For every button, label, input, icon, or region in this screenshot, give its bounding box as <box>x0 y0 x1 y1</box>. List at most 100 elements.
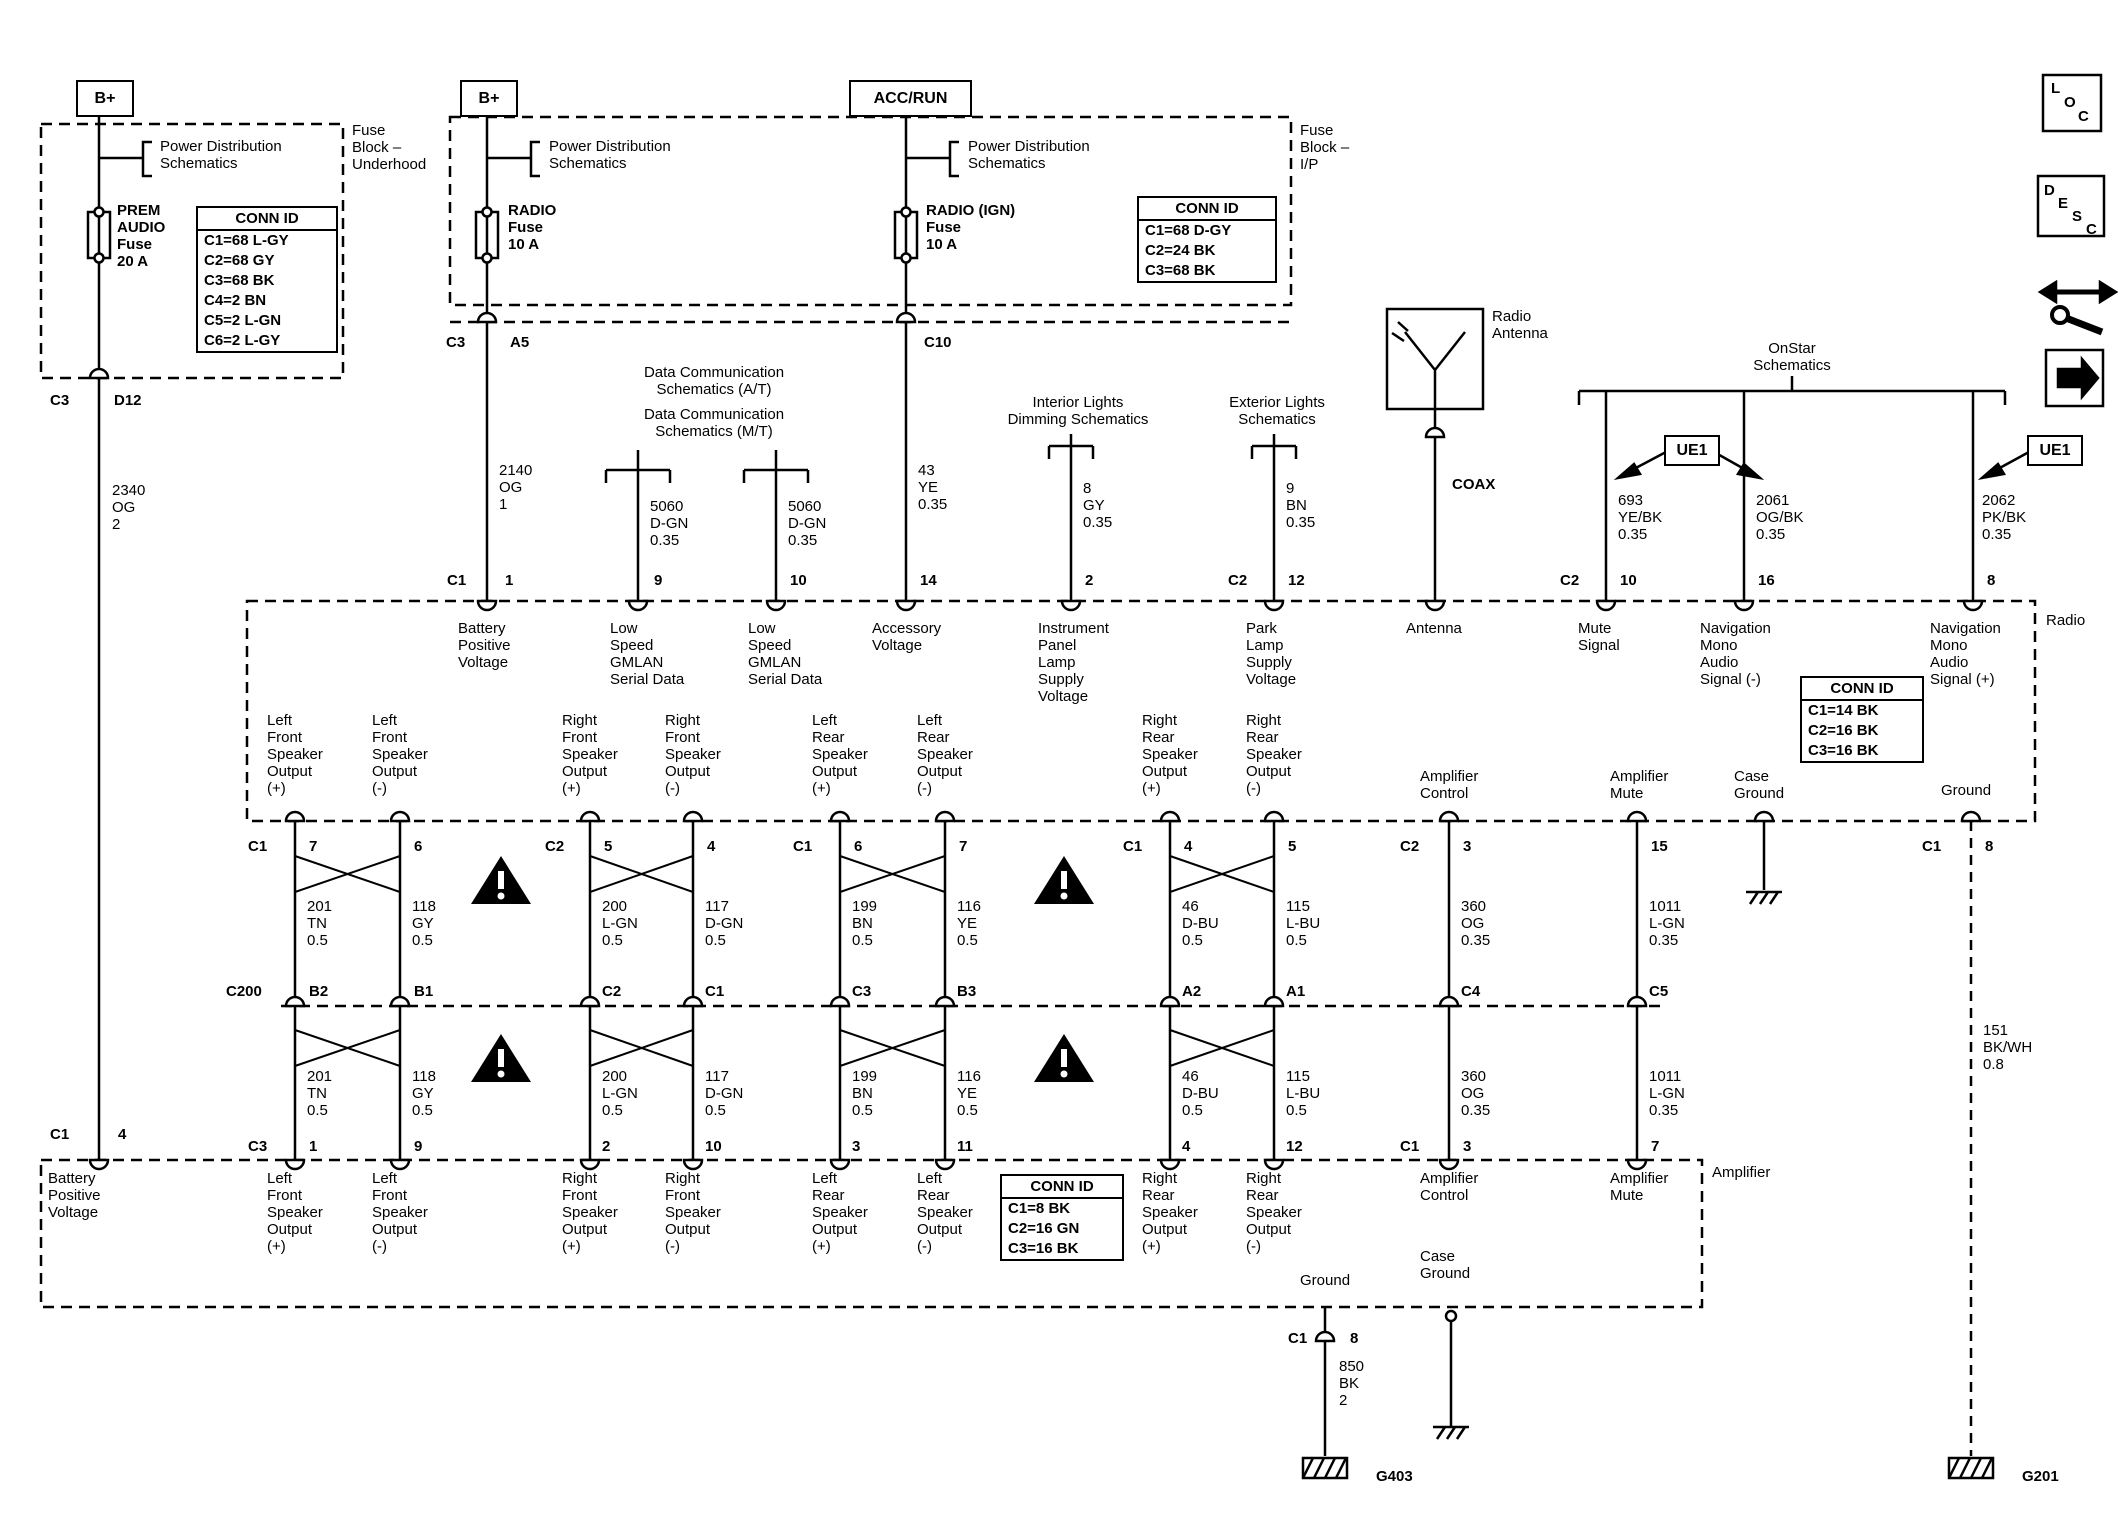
function-label: Case Ground <box>1420 1248 1471 1282</box>
function-label: Left Front Speaker Output (+) <box>267 1170 323 1255</box>
icon-letter[interactable]: S <box>2072 208 2083 225</box>
fuse-symbols <box>86 206 919 264</box>
function-label: Low Speed GMLAN Serial Data <box>610 620 685 688</box>
pin-label: 12 <box>1286 1138 1303 1155</box>
pan-wrench-icon[interactable] <box>2037 279 2119 336</box>
power-distribution-taps <box>99 140 959 178</box>
pin-label: 7 <box>309 838 318 855</box>
amplifier-case-ground-terminal <box>1444 1309 1458 1323</box>
desc-button[interactable] <box>2036 174 2106 238</box>
function-label: Left Front Speaker Output (-) <box>372 712 428 797</box>
pin-label: 1 <box>309 1138 318 1155</box>
conn-id-row: C6=2 L-GY <box>204 332 281 349</box>
pin-label: 8 <box>1987 572 1996 589</box>
ground-g403-icon <box>1301 1456 1349 1480</box>
forward-arrow-button[interactable] <box>2044 348 2105 408</box>
pin-label: B2 <box>309 983 329 1000</box>
loc-button[interactable] <box>2041 73 2103 133</box>
pin-label: C1 <box>50 1126 70 1143</box>
pin-label: 10 <box>705 1138 722 1155</box>
wire-label: 200 L-GN 0.5 <box>602 1068 638 1119</box>
wire-label: 2061 OG/BK 0.35 <box>1756 492 1804 543</box>
pin-label: 16 <box>1758 572 1775 589</box>
pin-label: 2 <box>1085 572 1094 589</box>
wire-label: 199 BN 0.5 <box>852 898 878 949</box>
gmlan-wires-5060 <box>636 470 778 601</box>
onstar-bracket-and-wires <box>1577 376 2007 601</box>
pin-label: 5 <box>1288 838 1297 855</box>
wire-label: 117 D-GN 0.5 <box>705 898 744 949</box>
icon-letter[interactable]: L <box>2051 80 2061 97</box>
pin-label: 4 <box>1182 1138 1191 1155</box>
ground-label: G201 <box>2022 1468 2059 1485</box>
wire-label: 850 BK 2 <box>1339 1358 1365 1409</box>
pin-label: 14 <box>920 572 937 589</box>
connector-label: C10 <box>924 334 952 351</box>
function-label: Park Lamp Supply Voltage <box>1246 620 1297 688</box>
function-label: Left Rear Speaker Output (+) <box>812 712 868 797</box>
ue1-arrows <box>1613 450 2030 481</box>
pin-label: C1 <box>793 838 813 855</box>
function-label: Ground <box>1941 782 1992 799</box>
wire-label: 2140 OG 1 <box>499 462 533 513</box>
reference-label: Data Communication Schematics (A/T) <box>643 364 785 398</box>
conn-id-row: C4=2 BN <box>204 292 267 309</box>
function-label: Right Front Speaker Output (+) <box>562 1170 618 1255</box>
conn-id-row: C3=68 BK <box>204 272 275 289</box>
pin-label: 12 <box>1288 572 1305 589</box>
fuse-label: PREM AUDIO Fuse 20 A <box>117 202 166 270</box>
wire-label: 201 TN 0.5 <box>307 898 333 949</box>
icon-letter[interactable]: O <box>2064 94 2076 111</box>
wire-label: 5060 D-GN 0.35 <box>788 498 827 549</box>
pin-label: C1 <box>447 572 467 589</box>
antenna-icon <box>1391 321 1466 409</box>
icon-letter[interactable]: D <box>2044 182 2055 199</box>
pin-label: C3 <box>852 983 872 1000</box>
pin-label: 9 <box>414 1138 423 1155</box>
pin-label: 3 <box>852 1138 861 1155</box>
wire-label: 118 GY 0.5 <box>412 898 436 949</box>
wire-label: 8 GY 0.35 <box>1083 480 1113 531</box>
function-label: Antenna <box>1406 620 1462 637</box>
box-label: Radio Antenna <box>1492 308 1548 342</box>
ue1-tag-b: UE1 <box>2027 435 2083 466</box>
reference-label: Exterior Lights Schematics <box>1229 394 1325 428</box>
connector-label: C200 <box>226 983 262 1000</box>
connector-pin-bumps <box>88 311 1984 1343</box>
connector-label: C3 <box>446 334 466 351</box>
wire-label: 117 D-GN 0.5 <box>705 1068 744 1119</box>
function-label: Low Speed GMLAN Serial Data <box>748 620 823 688</box>
conn-id-row: C2=68 GY <box>204 252 275 269</box>
pin-label: 11 <box>957 1138 973 1155</box>
pin-label: 10 <box>1620 572 1637 589</box>
fuse-block-ip-box <box>448 115 1293 307</box>
radio-case-ground-icon <box>1746 890 1782 905</box>
pin-label: 7 <box>1651 1138 1660 1155</box>
pin-label: B1 <box>414 983 434 1000</box>
pin-label: 5 <box>604 838 613 855</box>
fuse-label: RADIO Fuse 10 A <box>508 202 557 253</box>
pin-label: C1 <box>1922 838 1942 855</box>
function-label: Case Ground <box>1734 768 1785 802</box>
fuse-block-underhood-box <box>39 122 345 380</box>
function-label: Amplifier Mute <box>1610 768 1669 802</box>
pin-label: 4 <box>707 838 716 855</box>
wire-label: 46 D-BU 0.5 <box>1182 898 1219 949</box>
reference-label: Power Distribution Schematics <box>549 138 671 172</box>
pin-label: 7 <box>959 838 968 855</box>
icon-letter[interactable]: E <box>2058 195 2069 212</box>
icon-letter[interactable]: C <box>2078 108 2089 125</box>
conn-id-row: C1=8 BK <box>1008 1200 1071 1217</box>
pin-label: 1 <box>505 572 514 589</box>
pin-label: A1 <box>1286 983 1306 1000</box>
function-label: Amplifier Control <box>1420 1170 1479 1204</box>
pin-label: 2 <box>602 1138 611 1155</box>
wire-label: 9 BN 0.35 <box>1286 480 1316 531</box>
wire-label: 46 D-BU 0.5 <box>1182 1068 1219 1119</box>
connector-label: A5 <box>510 334 530 351</box>
icon-letter[interactable]: C <box>2086 221 2097 238</box>
wire-label: 118 GY 0.5 <box>412 1068 436 1119</box>
reference-label: Power Distribution Schematics <box>160 138 282 172</box>
wire-label: 5060 D-GN 0.35 <box>650 498 689 549</box>
